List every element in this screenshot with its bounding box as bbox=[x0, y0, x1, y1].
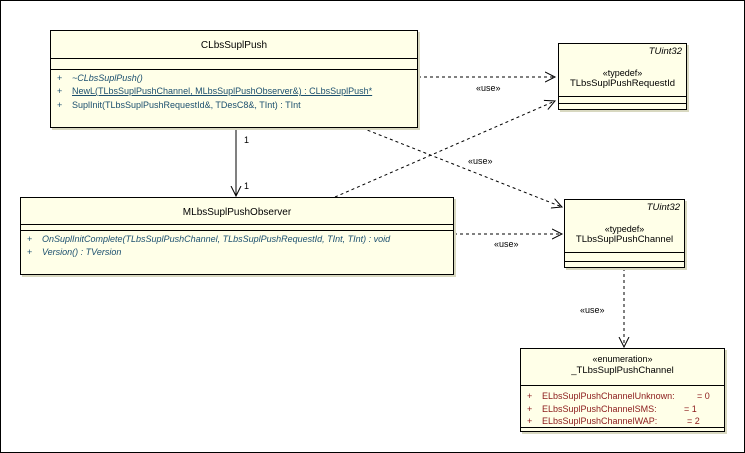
class-name: CLbsSuplPush bbox=[200, 40, 268, 51]
multiplicity-target: 1 bbox=[244, 181, 250, 191]
class-name: _TLbsSuplPushChannel bbox=[571, 365, 674, 376]
interface-mlbssuplpushobserver[interactable]: MLbsSuplPushObserver +OnSuplInitComplete… bbox=[20, 197, 454, 275]
enum-literal: +ELbsSuplPushChannelUnknown:= 0 bbox=[527, 391, 710, 401]
enumeration-tlbssuplpushchannel[interactable]: «enumeration» _TLbsSuplPushChannel +ELbs… bbox=[520, 348, 725, 432]
compartment-divider bbox=[521, 427, 724, 428]
operation: +SuplInit(TLbsSuplPushRequestId&, TDesC8… bbox=[57, 100, 301, 110]
compartment-divider bbox=[565, 261, 684, 262]
operation: +OnSuplInitComplete(TLbsSuplPushChannel,… bbox=[27, 234, 391, 244]
use-label-observer-channel: «use» bbox=[494, 239, 519, 249]
class-name: TLbsSuplPushRequestId bbox=[569, 78, 676, 89]
use-line-push-channel bbox=[361, 127, 562, 207]
use-label-channel-enum: «use» bbox=[580, 305, 605, 315]
compartment-divider bbox=[559, 103, 686, 104]
use-label-push-channel: «use» bbox=[468, 156, 493, 166]
compartment-divider bbox=[51, 58, 417, 59]
use-label-push-requestid: «use» bbox=[476, 83, 501, 93]
compartment-divider bbox=[521, 385, 724, 386]
use-line-observer-requestid bbox=[334, 101, 555, 198]
compartment-divider bbox=[565, 252, 684, 253]
compartment-divider bbox=[559, 96, 686, 97]
typedef-tlbssuplpushchannel[interactable]: TUint32 «typedef» TLbsSuplPushChannel bbox=[564, 199, 685, 268]
stereotype: «typedef» bbox=[602, 68, 643, 78]
typedef-tlbssuplpushrequestid[interactable]: TUint32 «typedef» TLbsSuplPushRequestId bbox=[558, 43, 687, 110]
multiplicity-source: 1 bbox=[244, 135, 250, 145]
compartment-divider bbox=[51, 69, 417, 70]
operation: +Version() : TVersion bbox=[27, 247, 122, 257]
compartment-divider bbox=[21, 230, 453, 231]
operation: +~CLbsSuplPush() bbox=[57, 73, 143, 83]
typedef-base-type: TUint32 bbox=[648, 46, 682, 57]
compartment-divider bbox=[21, 224, 453, 225]
enum-literal: +ELbsSuplPushChannelWAP:= 2 bbox=[527, 416, 700, 426]
class-clbssuplpush[interactable]: CLbsSuplPush +~CLbsSuplPush() +NewL(TLbs… bbox=[50, 30, 418, 128]
class-name: MLbsSuplPushObserver bbox=[182, 207, 292, 218]
typedef-base-type: TUint32 bbox=[646, 202, 680, 213]
operation: +NewL(TLbsSuplPushChannel, MLbsSuplPushO… bbox=[57, 86, 373, 96]
stereotype: «typedef» bbox=[604, 224, 645, 234]
enum-literal: +ELbsSuplPushChannelSMS:= 1 bbox=[527, 404, 697, 414]
stereotype: «enumeration» bbox=[592, 354, 653, 364]
class-name: TLbsSuplPushChannel bbox=[575, 234, 674, 245]
